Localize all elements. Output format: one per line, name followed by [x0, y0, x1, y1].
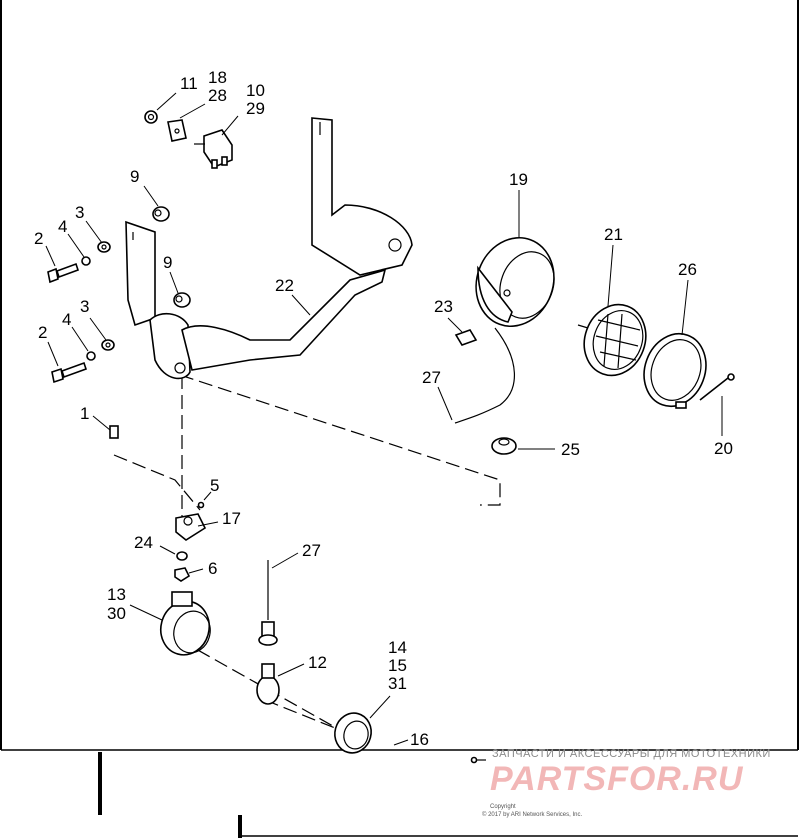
- watermark-tagline: ЗАПЧАСТИ И АКСЕССУАРЫ ДЛЯ МОТОТЕХНИКИ: [492, 748, 771, 760]
- callout-3-upper: 3: [75, 203, 84, 222]
- trim-screw: [699, 373, 735, 401]
- toggle-switch-part: [194, 129, 233, 169]
- callout-9-lower: 9: [163, 253, 172, 272]
- watermark: ЗАПЧАСТИ И АКСЕССУАРЫ ДЛЯ МОТОТЕХНИКИ PA…: [490, 748, 771, 798]
- callout-14: 14: [388, 638, 407, 657]
- lockwasher-upper: [81, 256, 91, 266]
- headlamp-housing: [475, 236, 555, 328]
- callout-22: 22: [275, 276, 294, 295]
- spotlamp-lens: [334, 712, 372, 754]
- callout-20: 20: [714, 439, 733, 458]
- sealed-beam-lamp: [577, 303, 647, 377]
- callout-29: 29: [246, 99, 265, 118]
- watermark-brand: PARTSFOR.RU: [490, 760, 744, 798]
- callout-9-upper: 9: [130, 167, 139, 186]
- washer-lower: [101, 339, 115, 351]
- callout-27-upper: 27: [422, 368, 441, 387]
- callout-28: 28: [208, 86, 227, 105]
- callout-15: 15: [388, 656, 407, 675]
- callout-23: 23: [434, 297, 453, 316]
- lockwasher-lower: [86, 351, 96, 361]
- callout-25: 25: [561, 440, 580, 459]
- callout-21: 21: [604, 225, 623, 244]
- switch-plate-part: [167, 119, 187, 142]
- callout-18: 18: [208, 68, 227, 87]
- bolt-upper: [47, 262, 80, 284]
- callout-30: 30: [107, 604, 126, 623]
- callout-31: 31: [388, 674, 407, 693]
- callout-4-upper: 4: [58, 217, 67, 236]
- spacer-lower: [173, 292, 191, 308]
- bolt-lower: [51, 361, 88, 384]
- callout-11: 11: [180, 74, 198, 93]
- callout-12: 12: [308, 653, 327, 672]
- nut-6: [174, 567, 191, 582]
- nut-5: [197, 501, 205, 509]
- callout-1: 1: [80, 404, 89, 423]
- grommet: [491, 437, 517, 455]
- callout-2-lower: 2: [38, 323, 47, 342]
- wire-lead-lower: [258, 560, 278, 646]
- spacer-upper: [152, 206, 170, 222]
- copyright-line2: © 2017 by ARI Network Services, Inc.: [482, 811, 582, 818]
- headlamp-bracket: [125, 117, 413, 380]
- copyright-line1: Copyright: [490, 804, 516, 810]
- callout-17: 17: [222, 509, 241, 528]
- washer-upper: [97, 241, 111, 253]
- callout-5: 5: [210, 476, 219, 495]
- washer-24: [176, 551, 188, 561]
- callout-16: 16: [410, 730, 429, 749]
- callout-27-lower: 27: [302, 541, 321, 560]
- callout-6: 6: [208, 559, 217, 578]
- callout-19: 19: [509, 170, 528, 189]
- callout-4-lower: 4: [62, 310, 71, 329]
- callout-3-lower: 3: [80, 297, 89, 316]
- screw-16: [470, 756, 486, 764]
- trim-ring: [643, 332, 707, 409]
- wire-lead-upper: [454, 327, 515, 424]
- callout-labels: 11 18 28 10 29 9 9 3 4 2 3 4 2 22 19 21 …: [34, 68, 733, 749]
- copyright: Copyright © 2017 by ARI Network Services…: [482, 804, 582, 818]
- callout-2-upper: 2: [34, 229, 43, 248]
- callout-13: 13: [107, 585, 126, 604]
- switch-nut-part: [144, 110, 158, 124]
- callout-26: 26: [678, 260, 697, 279]
- bulb-12: [256, 663, 280, 705]
- socket-clip: [454, 329, 478, 346]
- callout-24: 24: [134, 533, 153, 552]
- callout-10: 10: [246, 81, 265, 100]
- screw-1: [109, 425, 119, 439]
- clamp-17: [175, 513, 207, 541]
- spotlamp-housing: [159, 591, 211, 656]
- leader-lines: [45, 92, 723, 746]
